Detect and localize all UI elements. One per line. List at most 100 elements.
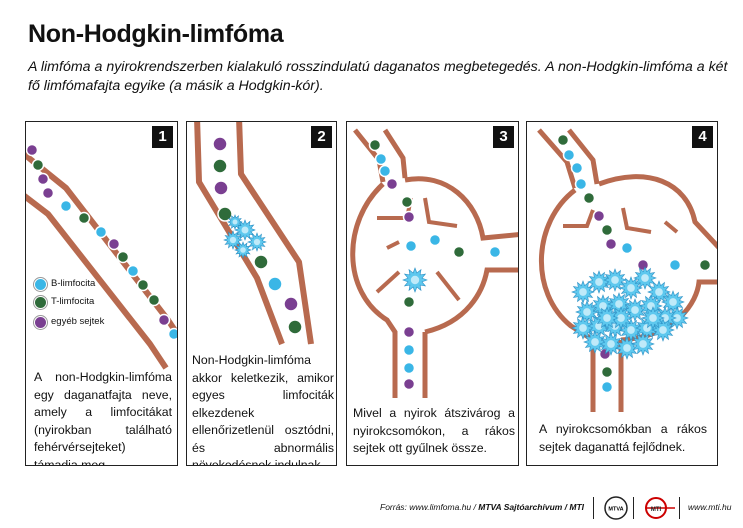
cancer-cell-icon (571, 280, 595, 304)
b-cell-icon (562, 148, 576, 162)
cancer-cell-icon (651, 318, 675, 342)
source-text: Forrás: www.limfoma.hu / (380, 502, 479, 512)
other-cell-icon (34, 316, 47, 329)
site-link[interactable]: www.mti.hu (688, 502, 732, 512)
cells-group-3 (368, 138, 502, 391)
panel-3-caption: Mivel a nyirok átszivárog a nyirokcsomók… (353, 406, 515, 455)
t-cell-icon (34, 296, 47, 309)
cells-group-2 (212, 136, 303, 335)
panel-2: 2 Non-Hodgkin-limfóma akkor keletkezik, … (186, 121, 337, 466)
panel-2-number: 2 (311, 126, 332, 148)
other-cell-icon (41, 186, 55, 200)
panel-4-caption: A nyirokcsomókban a rákos sejtek daganat… (539, 422, 707, 454)
cancer-cell-icon (234, 241, 252, 259)
page-title: Non-Hodgkin-limfóma (28, 20, 284, 48)
t-cell-icon (556, 133, 570, 147)
other-cell-icon (402, 210, 416, 224)
b-cell-icon (668, 258, 682, 272)
lymph-vessel-diagram-2 (194, 122, 314, 346)
cancer-cell-icon (587, 270, 611, 294)
svg-text:MTVA: MTVA (608, 507, 623, 513)
panel-4-number: 4 (692, 126, 713, 148)
b-cell-icon (267, 276, 283, 292)
b-cell-icon (574, 177, 588, 191)
other-cell-icon (604, 237, 618, 251)
legend-other-cell-label: egyéb sejtek (51, 316, 105, 327)
b-cell-icon (570, 161, 584, 175)
legend-b-cell-label: B-limfocita (51, 278, 96, 289)
cancer-cell-icon (623, 298, 647, 322)
b-cell-icon (620, 241, 634, 255)
b-cell-icon (404, 239, 418, 253)
t-cell-icon (600, 223, 614, 237)
cancer-cell-icon (247, 232, 267, 252)
t-cell-icon (600, 365, 614, 379)
page-subtitle: A limfóma a nyirokrendszerben kialakuló … (28, 59, 728, 94)
mti-logo: MTI (645, 497, 675, 519)
other-cell-icon (26, 143, 39, 157)
other-cell-icon (213, 180, 229, 196)
cells-group-4 (556, 133, 712, 394)
b-cell-icon (428, 233, 442, 247)
t-cell-icon (253, 254, 269, 270)
lymph-node-diagram-4 (537, 128, 717, 412)
other-cell-icon (592, 209, 606, 223)
b-cell-icon (488, 245, 502, 259)
legend-t-cell-label: T-limfocita (51, 296, 95, 307)
t-cell-icon (400, 195, 414, 209)
other-cell-icon (36, 172, 50, 186)
b-cell-icon (94, 225, 108, 239)
other-cell-icon (283, 296, 299, 312)
cancer-cell-icon (615, 336, 639, 360)
other-cell-icon (402, 377, 416, 391)
panel-1-caption: A non-Hodgkin-limfóma egy daganatfajta n… (34, 370, 172, 466)
t-cell-icon (212, 158, 228, 174)
other-cell-icon (402, 325, 416, 339)
archive-text: MTVA Sajtóarchívum / MTI (478, 502, 585, 512)
cancer-cell-icon (631, 332, 655, 356)
other-cell-icon (385, 177, 399, 191)
b-cell-icon (167, 327, 177, 341)
cancer-cell-icon (227, 214, 243, 230)
cancer-cell-icon (402, 267, 428, 293)
b-cell-icon (600, 380, 614, 394)
cancer-cell-icon (595, 306, 619, 330)
cancer-cell-icon (603, 268, 627, 292)
panel-3-number: 3 (493, 126, 514, 148)
panel-1-number: 1 (152, 126, 173, 148)
other-cell-icon (107, 237, 121, 251)
t-cell-icon (136, 278, 150, 292)
t-cell-icon (217, 206, 233, 222)
panel-3: 3 Mivel a nyirok átszivárog a nyirokcsom… (346, 121, 519, 466)
b-cell-icon (402, 361, 416, 375)
cancer-cell-icon (583, 330, 607, 354)
t-cell-icon (402, 295, 416, 309)
t-cell-icon (582, 191, 596, 205)
footer-source: Forrás: www.limfoma.hu / MTVA Sajtóarchí… (380, 502, 584, 512)
svg-text:MTI: MTI (651, 507, 662, 513)
t-cell-icon (77, 211, 91, 225)
panel-4: 4 A nyirokcsomókban a rákos sejtek dagan… (526, 121, 718, 466)
t-cell-icon (31, 158, 45, 172)
b-cell-icon (34, 278, 47, 291)
panel-1: 1 B-limfocita T-limfocita egyéb sejtek A… (25, 121, 178, 466)
footer: Forrás: www.limfoma.hu / MTVA Sajtóarchí… (0, 494, 743, 522)
t-cell-icon (368, 138, 382, 152)
b-cell-icon (378, 164, 392, 178)
divider (679, 497, 680, 519)
panel-2-caption: Non-Hodgkin-limfóma akkor keletkezik, am… (192, 353, 334, 466)
t-cell-icon (116, 250, 130, 264)
b-cell-icon (59, 199, 73, 213)
b-cell-icon (126, 264, 140, 278)
b-cell-icon (402, 343, 416, 357)
divider (593, 497, 594, 519)
t-cell-icon (452, 245, 466, 259)
cells-group-1 (26, 143, 177, 341)
b-cell-icon (374, 152, 388, 166)
cancer-cell-icon (599, 332, 623, 356)
t-cell-icon (147, 293, 161, 307)
cancer-cell-icon (641, 306, 665, 330)
other-cell-icon (157, 313, 171, 327)
other-cell-icon (636, 258, 650, 272)
divider (633, 497, 634, 519)
